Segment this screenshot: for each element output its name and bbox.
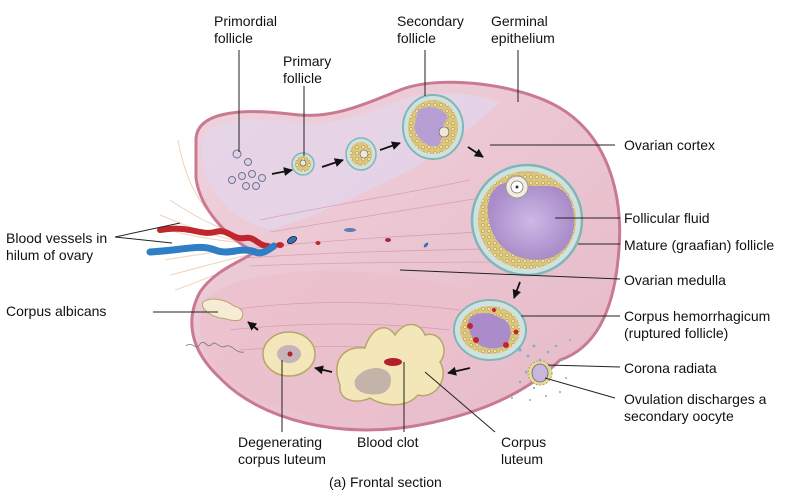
- label-corpus-luteum: Corpus luteum: [501, 434, 546, 468]
- label-line: epithelium: [491, 30, 555, 46]
- label-line: Ovarian medulla: [624, 272, 726, 288]
- corpus-hemorrhagicum: [453, 299, 527, 361]
- label-line: luteum: [501, 451, 544, 467]
- label-line: Primordial: [214, 13, 278, 29]
- label-line: Ovarian cortex: [624, 137, 716, 153]
- label-line: Corpus: [501, 434, 547, 450]
- corpus-albicans: [202, 298, 244, 322]
- label-line: Primary: [283, 53, 332, 69]
- label-corona-radiata: Corona radiata: [624, 360, 717, 377]
- development-arrows: [247, 141, 522, 376]
- label-blood-vessels: Blood vessels in hilum of ovary: [6, 230, 107, 264]
- corpus-luteum: [336, 323, 445, 406]
- secondary-oocyte: [527, 360, 553, 386]
- label-line: Blood clot: [357, 434, 419, 450]
- ovulation-cells: [511, 339, 571, 401]
- label-line: follicle: [214, 30, 253, 46]
- label-line: Follicular fluid: [624, 210, 710, 226]
- growing-follicle: [345, 137, 377, 171]
- label-blood-clot: Blood clot: [357, 434, 418, 451]
- label-line: Corona radiata: [624, 360, 717, 376]
- label-germinal-epithelium: Germinal epithelium: [491, 13, 555, 47]
- label-line: hilum of ovary: [6, 247, 94, 263]
- label-line: Corpus albicans: [6, 303, 107, 319]
- label-line: Germinal: [491, 13, 548, 29]
- label-line: follicle: [283, 70, 322, 86]
- leader-lines: [114, 50, 621, 433]
- label-line: Ovulation discharges a: [624, 391, 767, 407]
- label-ovarian-medulla: Ovarian medulla: [624, 272, 726, 289]
- label-line: Mature (graafian) follicle: [624, 237, 775, 253]
- label-follicular-fluid: Follicular fluid: [624, 210, 710, 227]
- label-line: Secondary: [397, 13, 464, 29]
- mature-follicle: [470, 163, 584, 277]
- label-ovulation: Ovulation discharges a secondary oocyte: [624, 391, 766, 425]
- label-mature-follicle: Mature (graafian) follicle: [624, 237, 774, 254]
- primary-follicle: [291, 152, 315, 176]
- label-corpus-hemorrhagicum: Corpus hemorrhagicum (ruptured follicle): [624, 308, 770, 342]
- label-primary-follicle: Primary follicle: [283, 53, 331, 87]
- label-primordial-follicle: Primordial follicle: [214, 13, 277, 47]
- label-corpus-albicans: Corpus albicans: [6, 303, 106, 320]
- vessel-sections: [276, 228, 429, 248]
- label-ovarian-cortex: Ovarian cortex: [624, 137, 715, 154]
- label-secondary-follicle: Secondary follicle: [397, 13, 464, 47]
- artist-signature: [185, 341, 245, 353]
- label-line: Degenerating: [238, 434, 323, 450]
- label-line: follicle: [397, 30, 436, 46]
- label-degenerating-corpus-luteum: Degenerating corpus luteum: [238, 434, 326, 468]
- label-line: Corpus hemorrhagicum: [624, 308, 771, 324]
- primordial-follicles: [228, 149, 266, 190]
- artery: [157, 225, 271, 249]
- figure-caption: (a) Frontal section: [329, 474, 442, 490]
- label-line: corpus luteum: [238, 451, 326, 467]
- label-line: Blood vessels in: [6, 230, 108, 246]
- label-line: (ruptured follicle): [624, 325, 729, 341]
- vein: [146, 242, 278, 257]
- secondary-follicle: [402, 94, 464, 160]
- label-line: secondary oocyte: [624, 408, 734, 424]
- degenerating-corpus-luteum: [262, 331, 316, 377]
